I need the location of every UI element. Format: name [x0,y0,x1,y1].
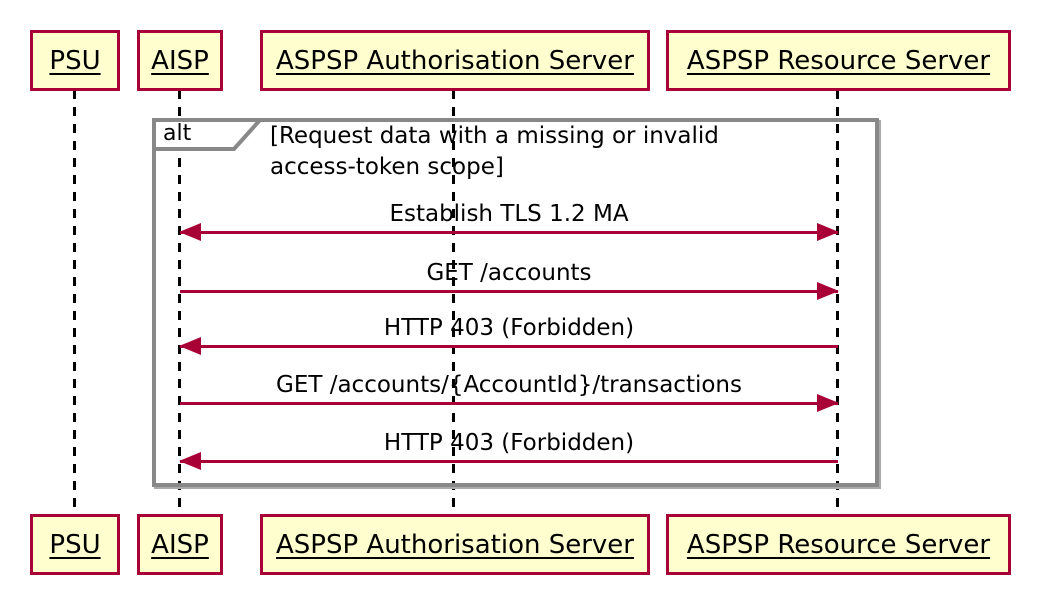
participant-label: ASPSP Authorisation Server [276,45,634,76]
participant-box-psu-top: PSU [30,30,120,91]
message-line [180,460,838,463]
alt-operator-pentagon [152,118,265,151]
message-line [180,231,838,234]
participant-box-resource-server-bottom: ASPSP Resource Server [666,514,1011,575]
participant-label: ASPSP Resource Server [686,45,991,76]
message-line [180,345,838,348]
alt-frame [152,118,879,487]
lifeline-psu [73,90,76,514]
participant-box-authorisation-server-top: ASPSP Authorisation Server [260,30,650,91]
lifeline-aisp [178,90,181,514]
participant-label: ASPSP Resource Server [686,529,991,560]
arrowhead-right-icon [817,223,839,241]
lifeline-aspsp-authorisation-server [452,90,455,514]
message-label: GET /accounts/{AccountId}/transactions [276,372,742,398]
participant-box-authorisation-server-bottom: ASPSP Authorisation Server [260,514,650,575]
participant-label: AISP [151,529,209,560]
arrowhead-left-icon [179,452,201,470]
alt-guard-line-1: [Request data with a missing or invalid [270,123,719,149]
alt-operator-label: alt [163,121,192,146]
arrowhead-right-icon [817,394,839,412]
participant-label: ASPSP Authorisation Server [276,529,634,560]
participant-label: AISP [151,45,209,76]
participant-label: PSU [49,45,101,76]
participant-box-aisp-top: AISP [137,30,223,91]
arrowhead-left-icon [179,223,201,241]
message-line [180,402,838,405]
participant-label: PSU [49,529,101,560]
lifeline-aspsp-resource-server [836,90,839,514]
participant-box-resource-server-top: ASPSP Resource Server [666,30,1011,91]
participant-box-psu-bottom: PSU [30,514,120,575]
alt-guard-text: [Request data with a missing or invalid … [270,121,719,183]
message-label: HTTP 403 (Forbidden) [383,430,635,456]
arrowhead-right-icon [817,282,839,300]
message-label: Establish TLS 1.2 MA [389,201,629,227]
participant-box-aisp-bottom: AISP [137,514,223,575]
arrowhead-left-icon [179,337,201,355]
message-line [180,290,838,293]
message-label: HTTP 403 (Forbidden) [383,315,635,341]
message-label: GET /accounts [426,260,592,286]
alt-guard-line-2: access-token scope] [270,154,504,180]
